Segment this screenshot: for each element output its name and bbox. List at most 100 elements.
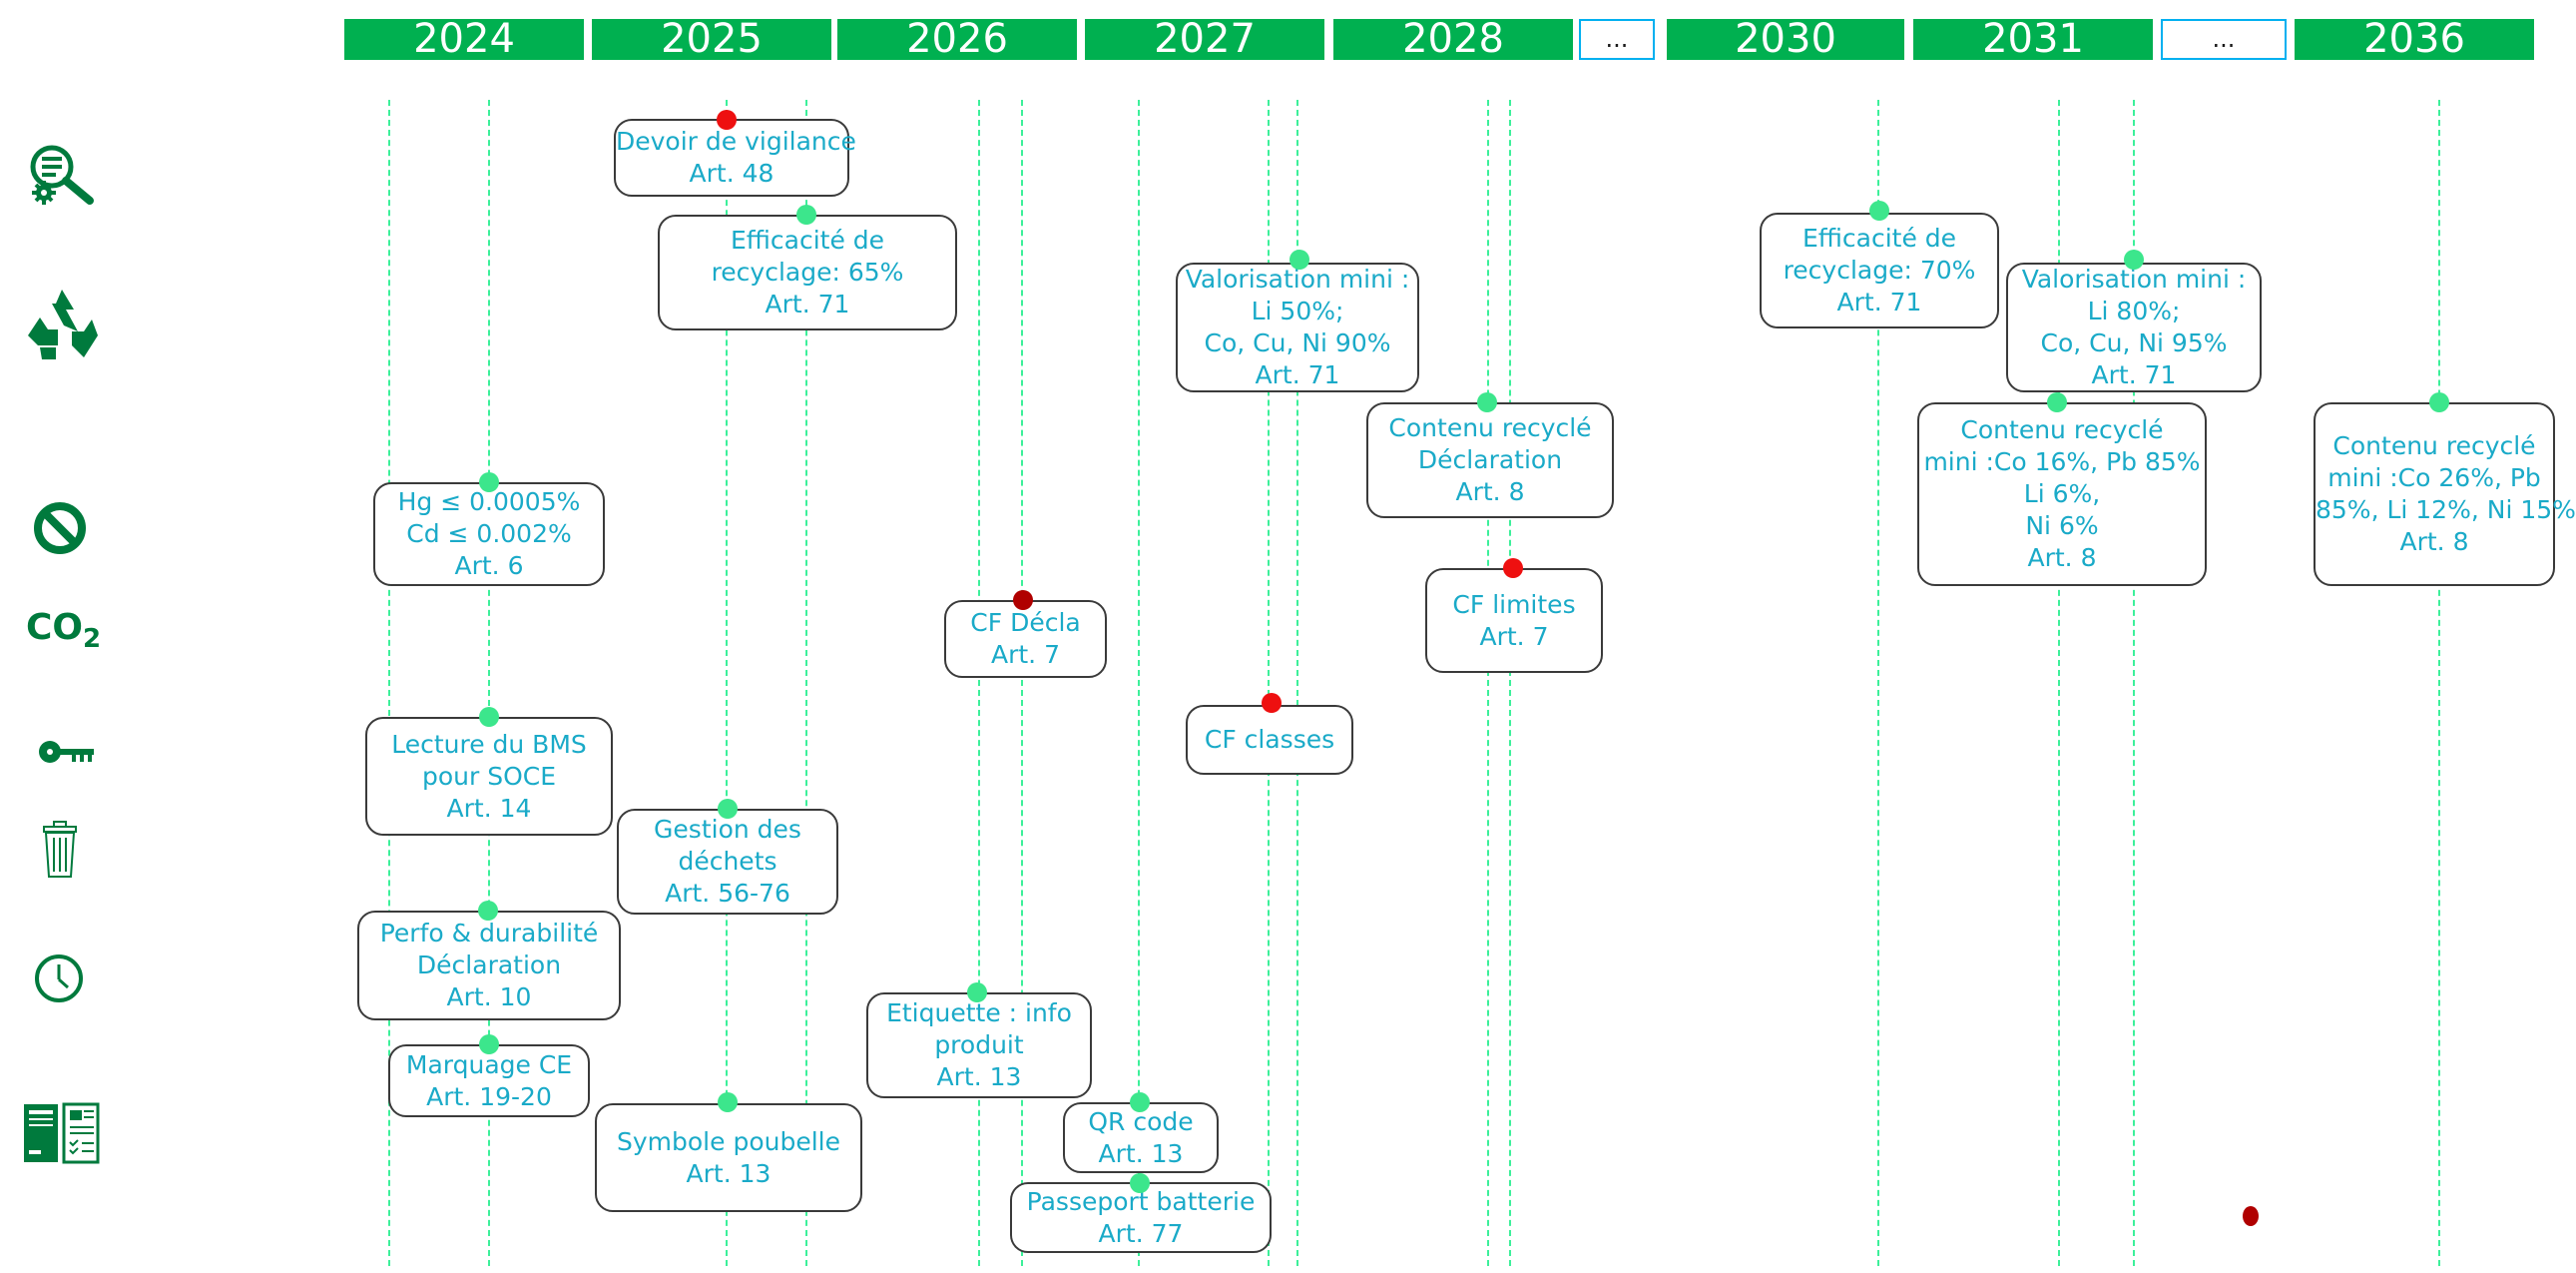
milestone-text-line: mini :Co 26%, Pb xyxy=(2327,463,2541,492)
milestone-text-line: Gestion des xyxy=(654,815,801,844)
milestone-dot-green xyxy=(967,982,987,1002)
milestone-text-line: Devoir de vigilance xyxy=(616,127,856,156)
milestone-text-line: Efficacité de xyxy=(1802,224,1957,253)
milestone-text-line: Art. 71 xyxy=(1836,288,1922,317)
milestone-dot-green xyxy=(718,799,738,819)
milestone-text-line: déchets xyxy=(678,847,777,876)
year-header-2024: 2024 xyxy=(344,19,584,60)
milestone-box: CF classes xyxy=(1186,705,1353,775)
milestone-text-line: Art. 10 xyxy=(446,982,532,1011)
milestone-text-line: Art. 71 xyxy=(2091,360,2177,389)
co2-label: CO xyxy=(26,607,84,648)
timeline-guide-line xyxy=(1138,100,1140,1266)
milestone-text-line: recyclage: 70% xyxy=(1783,256,1976,285)
milestone-text-line: Co, Cu, Ni 90% xyxy=(1204,328,1391,357)
milestone-text-line: Li 6%, xyxy=(2023,479,2101,508)
year-header-2028: 2028 xyxy=(1333,19,1573,60)
milestone-text-line: Art. 14 xyxy=(446,793,532,823)
milestone-text-line: Contenu recyclé xyxy=(1388,413,1592,442)
milestone-text-line: CF limites xyxy=(1452,589,1576,619)
milestone-text-line: Art. 19-20 xyxy=(426,1081,552,1111)
timeline-guide-line xyxy=(726,100,728,1266)
milestone-text-line: Art. 8 xyxy=(1455,477,1525,506)
year-header-2030: 2030 xyxy=(1667,19,1904,60)
milestone-text-line: Art. 13 xyxy=(1098,1138,1184,1168)
trash-bin-icon xyxy=(43,821,77,878)
prohibited-substances-icon xyxy=(34,502,86,554)
milestone-text-line: Contenu recyclé xyxy=(1960,415,2164,444)
milestone-box: Efficacité de recyclage: 65% Art. 71 xyxy=(658,215,957,330)
milestone-dot-green xyxy=(2429,392,2449,412)
milestone-dot-green xyxy=(2047,392,2067,412)
year-header-2026: 2026 xyxy=(837,19,1077,60)
milestone-text-line: Etiquette : info xyxy=(886,998,1072,1027)
milestone-text-line: Art. 7 xyxy=(991,640,1060,669)
due-diligence-search-gear-icon xyxy=(30,145,94,205)
milestone-text-line: 85%, Li 12%, Ni 15% xyxy=(2316,495,2576,524)
timeline-guide-line xyxy=(1509,100,1511,1266)
timeline-guide-line xyxy=(2133,100,2135,1266)
milestone-dot-green xyxy=(1477,392,1497,412)
milestone-text-line: Art. 13 xyxy=(686,1158,772,1188)
milestone-dot-darkred xyxy=(1013,590,1033,610)
milestone-text-line: Cd ≤ 0.002% xyxy=(406,519,572,548)
milestone-text-line: Li 80%; xyxy=(2087,297,2181,325)
year-header-2027: 2027 xyxy=(1085,19,1324,60)
milestone-dot-green xyxy=(2124,250,2144,270)
recycling-arrows-icon xyxy=(28,290,98,359)
milestone-text-line: Déclaration xyxy=(1417,445,1563,474)
milestone-text-line: Art. 8 xyxy=(2027,543,2097,572)
milestone-dot-green xyxy=(479,472,499,492)
milestone-dot-green xyxy=(1289,250,1309,270)
timeline-guide-line xyxy=(2058,100,2060,1266)
milestone-text-line: Ni 6% xyxy=(2025,511,2099,540)
milestone-text-line: Co, Cu, Ni 95% xyxy=(2040,328,2228,357)
timeline-guide-line xyxy=(388,100,390,1266)
timeline-guide-line xyxy=(1296,100,1298,1266)
milestone-text-line: Lecture du BMS xyxy=(391,729,587,759)
co2-carbon-footprint-icon: CO2 xyxy=(26,607,101,654)
milestone-text-line: Li 50%; xyxy=(1251,297,1344,325)
year-header-2031: 2031 xyxy=(1913,19,2153,60)
milestone-dot-green xyxy=(478,901,498,921)
milestone-dot-green xyxy=(1869,201,1889,221)
milestone-dot-red xyxy=(1262,693,1282,713)
milestone-box: Contenu recyclé mini :Co 26%, Pb 85%, Li 1… xyxy=(2314,402,2576,586)
co2-subscript: 2 xyxy=(83,624,102,655)
milestone-text-line: Art. 71 xyxy=(765,290,850,318)
milestone-box: Hg ≤ 0.0005%Cd ≤ 0.002%Art. 6 xyxy=(373,482,605,586)
milestone-dot-green xyxy=(1130,1173,1150,1193)
milestone-text-line: Art. 48 xyxy=(689,159,774,188)
timeline-guide-line xyxy=(805,100,807,1266)
milestone-text-line: Contenu recyclé xyxy=(2332,431,2536,460)
milestone-box: Efficacité de recyclage: 70% Art. 71 xyxy=(1760,213,1999,328)
milestone-text-line: Efficacité de xyxy=(730,226,885,255)
milestone-dot-green xyxy=(796,205,816,225)
timeline-guide-line xyxy=(488,100,490,1266)
year-header-2036: 2036 xyxy=(2295,19,2534,60)
milestone-text-line: Art. 71 xyxy=(1255,360,1340,389)
milestone-dot-red xyxy=(1503,558,1523,578)
timeline-guide-line xyxy=(1877,100,1879,1266)
timeline-guide-line xyxy=(2438,100,2440,1266)
timeline-guide-line xyxy=(1021,100,1023,1266)
milestone-text-line: Déclaration xyxy=(416,951,562,979)
milestone-box: Valorisation mini :Li 80%;Co, Cu, Ni 95%… xyxy=(2006,263,2262,392)
milestone-text-line: Art. 56-76 xyxy=(665,879,790,908)
milestone-text-line: CF Décla xyxy=(970,608,1081,637)
marker-dot-darkred xyxy=(2243,1206,2259,1226)
milestone-text-line: CF classes xyxy=(1204,725,1335,754)
milestone-box: Contenu recyclé mini :Co 16%, Pb 85% Li 6%… xyxy=(1917,402,2207,586)
milestone-dot-green xyxy=(479,707,499,727)
milestone-text-line: recyclage: 65% xyxy=(711,258,904,287)
milestone-text-line: mini :Co 16%, Pb 85% xyxy=(1923,447,2201,476)
